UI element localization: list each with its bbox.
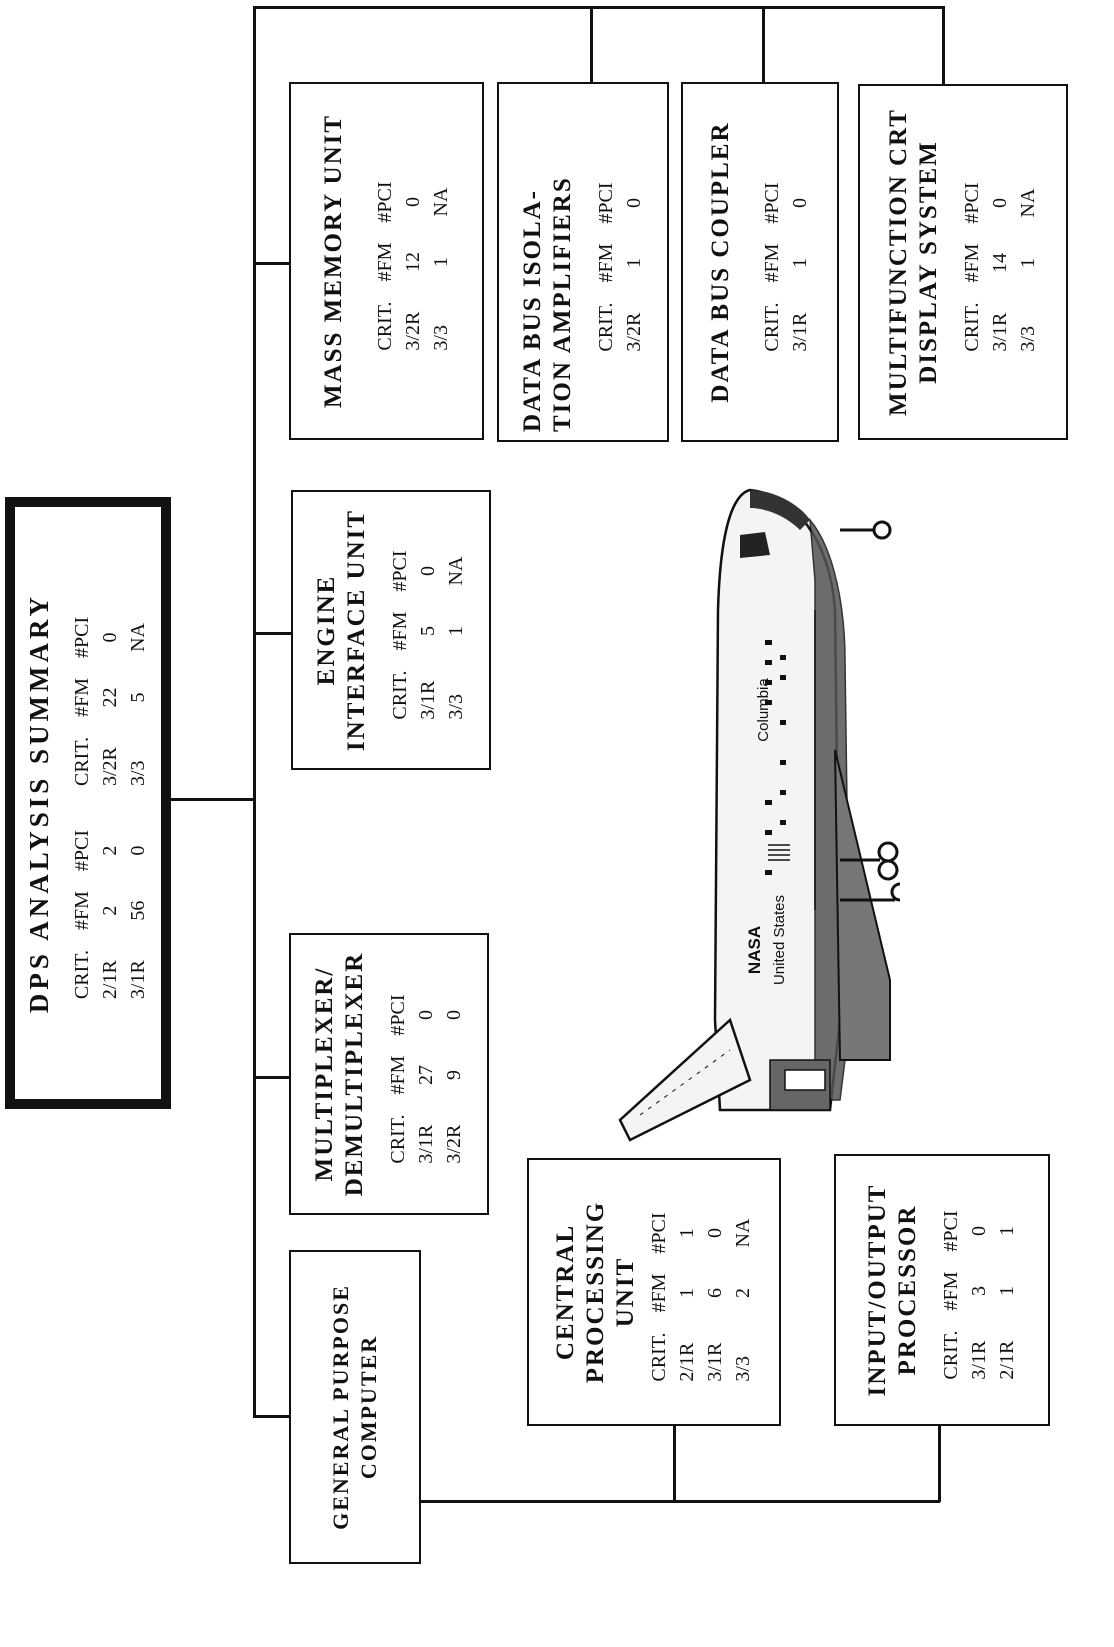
branch-eiu	[253, 632, 291, 635]
main-bus-vertical	[253, 8, 256, 1418]
cpu-title-line2: PROCESSING	[582, 1200, 609, 1384]
branch-mdm	[253, 1076, 289, 1079]
shuttle-wing	[834, 749, 891, 1061]
top-drop-dbc	[762, 6, 765, 82]
dbia-title-line2: TION AMPLIFIERS	[549, 176, 576, 432]
shuttle-country-label: United States	[771, 895, 788, 985]
space-shuttle-illustration: Columbia NASA United States	[618, 488, 900, 1142]
top-drop-dbia	[590, 6, 593, 82]
gpc-bottom-link	[420, 1500, 940, 1503]
mdm-title-line1: MULTIPLEXER/	[311, 966, 338, 1182]
branch-gpc	[253, 1415, 289, 1418]
shuttle-agency-label: NASA	[745, 926, 764, 974]
shuttle-nose	[750, 490, 810, 530]
branch-summary	[168, 798, 256, 801]
shuttle-name-label: Columbia	[755, 678, 772, 742]
mcds-title-line1: MULTIFUNCTION CRT	[885, 108, 912, 416]
mmu-title: MASS MEMORY UNIT	[319, 113, 347, 409]
mcds-box: MULTIFUNCTION CRT DISPLAY SYSTEM CRIT.#F…	[858, 84, 1068, 440]
eiu-title-line2: INTERFACE UNIT	[343, 508, 370, 752]
shuttle-cockpit	[740, 532, 770, 558]
gpc-title-line2: COMPUTER	[356, 1334, 381, 1480]
branch-mmu	[253, 262, 289, 265]
cpu-title-line1: CENTRAL	[552, 1223, 579, 1361]
mdm-title-line2: DEMULTIPLEXER	[341, 951, 368, 1197]
top-drop-mcds	[942, 6, 945, 84]
gpc-box: GENERAL PURPOSE COMPUTER	[289, 1250, 421, 1564]
gpc-title-line1: GENERAL PURPOSE	[328, 1284, 353, 1530]
cpu-box: CENTRAL PROCESSING UNIT CRIT.#FM#PCI 2/1…	[527, 1158, 781, 1426]
shuttle-tail	[618, 1017, 752, 1142]
dbia-box: DATA BUS ISOLA- TION AMPLIFIERS CRIT.#FM…	[497, 82, 669, 442]
iop-title-line1: INPUT/OUTPUT	[864, 1183, 891, 1397]
iop-title-line2: PROCESSOR	[894, 1204, 921, 1376]
dbia-title-line1: DATA BUS ISOLA-	[519, 188, 546, 432]
shuttle-landing-gear	[840, 520, 900, 902]
cpu-title-line3: UNIT	[612, 1256, 639, 1328]
iop-box: INPUT/OUTPUT PROCESSOR CRIT.#FM#PCI 3/1R…	[834, 1154, 1050, 1426]
cpu-drop	[673, 1425, 676, 1502]
top-bus-horizontal	[253, 6, 945, 9]
eiu-title-line1: ENGINE	[313, 574, 340, 686]
mdm-box: MULTIPLEXER/ DEMULTIPLEXER CRIT.#FM#PCI …	[289, 933, 489, 1215]
summary-title: DPS ANALYSIS SUMMARY	[24, 592, 54, 1014]
iop-drop	[938, 1425, 941, 1502]
dbc-title: DATA BUS COUPLER	[707, 121, 734, 403]
mcds-title-line2: DISPLAY SYSTEM	[915, 140, 942, 384]
